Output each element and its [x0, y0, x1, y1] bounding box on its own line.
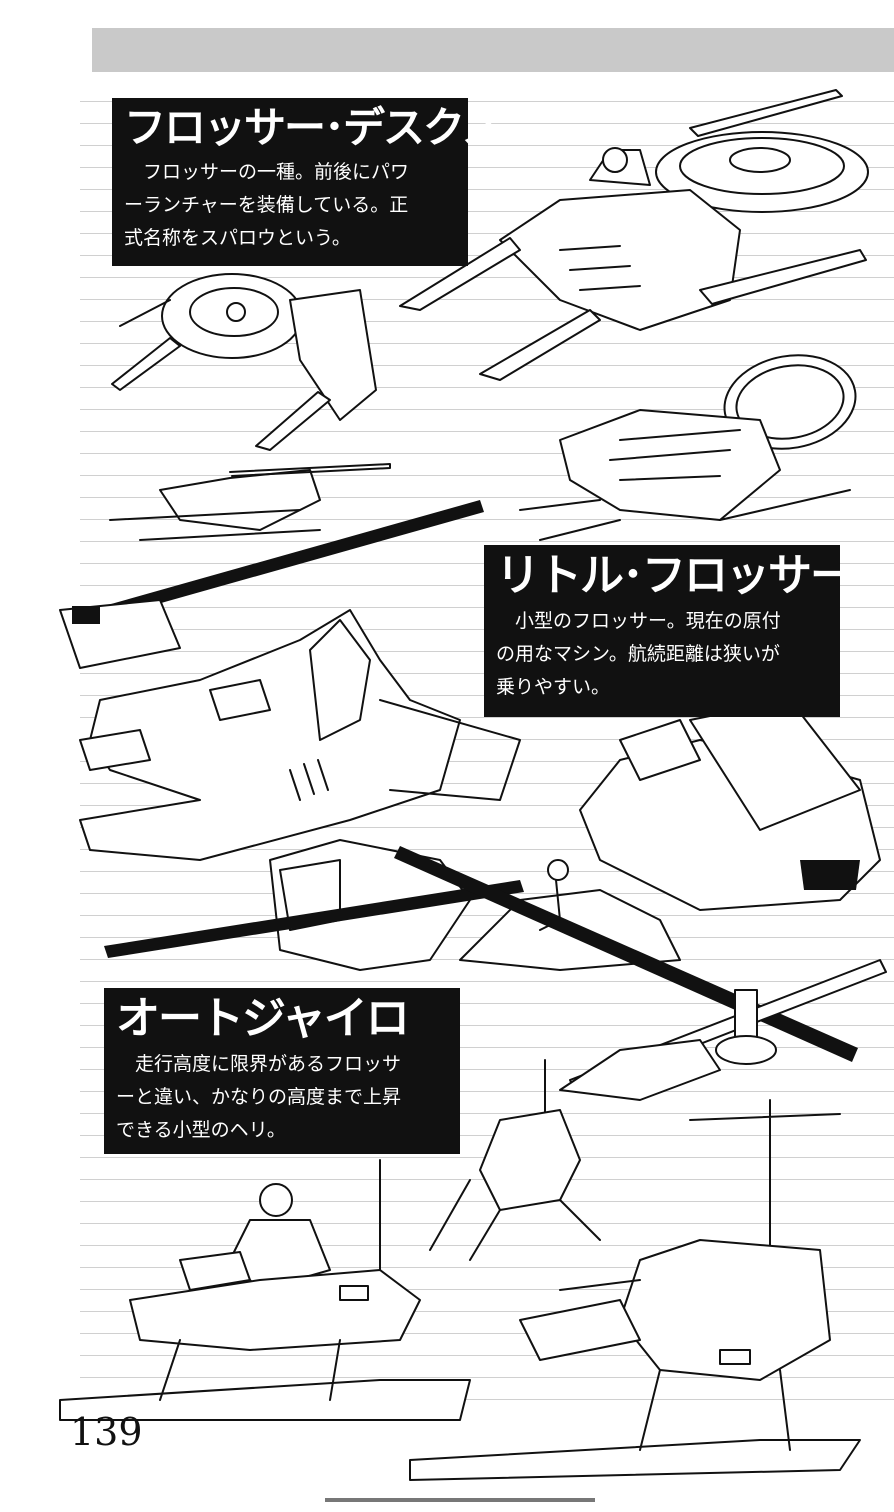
autogyro-parked-illustration	[409, 1099, 861, 1481]
flosser-desks-rear-view	[519, 354, 857, 541]
section-body: フロッサーの一種。前後にパワ ーランチャーを装備している。正 式名称をスパロウと…	[124, 156, 456, 255]
body-line: ーランチャーを装備している。正	[124, 194, 409, 217]
section-flosser-desks: フロッサー･デスクス フロッサーの一種。前後にパワ ーランチャーを装備している。…	[112, 98, 504, 266]
body-line: の用なマシン。航続距離は狭いが	[496, 643, 780, 666]
autogyro-rotor	[559, 959, 887, 1101]
body-line: 走行高度に限界があるフロッサ	[116, 1053, 402, 1076]
body-line: 式名称をスパロウという。	[124, 227, 351, 250]
bottom-edge-line	[325, 1498, 595, 1502]
section-title: リトル･フロッサー	[496, 550, 854, 601]
section-title: フロッサー･デスクス	[124, 103, 504, 152]
flosser-desks-side-view	[109, 463, 391, 541]
section-autogyro: オートジャイロ 走行高度に限界があるフロッサ ーと違い、かなりの高度まで上昇 で…	[104, 988, 460, 1154]
body-line: 乗りやすい。	[496, 676, 611, 699]
page-number: 139	[70, 1410, 143, 1454]
autogyro-flying-illustration	[429, 1059, 601, 1261]
flosser-desks-top-view	[111, 273, 377, 451]
section-body: 走行高度に限界があるフロッサ ーと違い、かなりの高度まで上昇 できる小型のヘリ。	[116, 1048, 448, 1147]
section-little-flosser: リトル･フロッサー 小型のフロッサー。現在の原付 の用なマシン。航続距離は狭いが…	[484, 545, 854, 717]
body-line: できる小型のヘリ。	[116, 1119, 286, 1142]
autogyro-rider-illustration	[59, 1159, 471, 1421]
divider-stroke-1	[104, 500, 484, 618]
little-flosser-illustration	[59, 599, 521, 861]
section-body: 小型のフロッサー。現在の原付 の用なマシン。航続距離は狭いが 乗りやすい。	[496, 605, 828, 704]
divider-stroke-2	[104, 880, 524, 958]
flosser-desks-rider-illustration	[399, 89, 869, 381]
body-line: 小型のフロッサー。現在の原付	[496, 610, 781, 633]
section-title: オートジャイロ	[116, 993, 410, 1044]
little-flosser-rear-view	[579, 699, 881, 911]
body-line: フロッサーの一種。前後にパワ	[124, 161, 410, 184]
body-line: ーと違い、かなりの高度まで上昇	[116, 1086, 402, 1109]
header-band	[92, 28, 894, 72]
